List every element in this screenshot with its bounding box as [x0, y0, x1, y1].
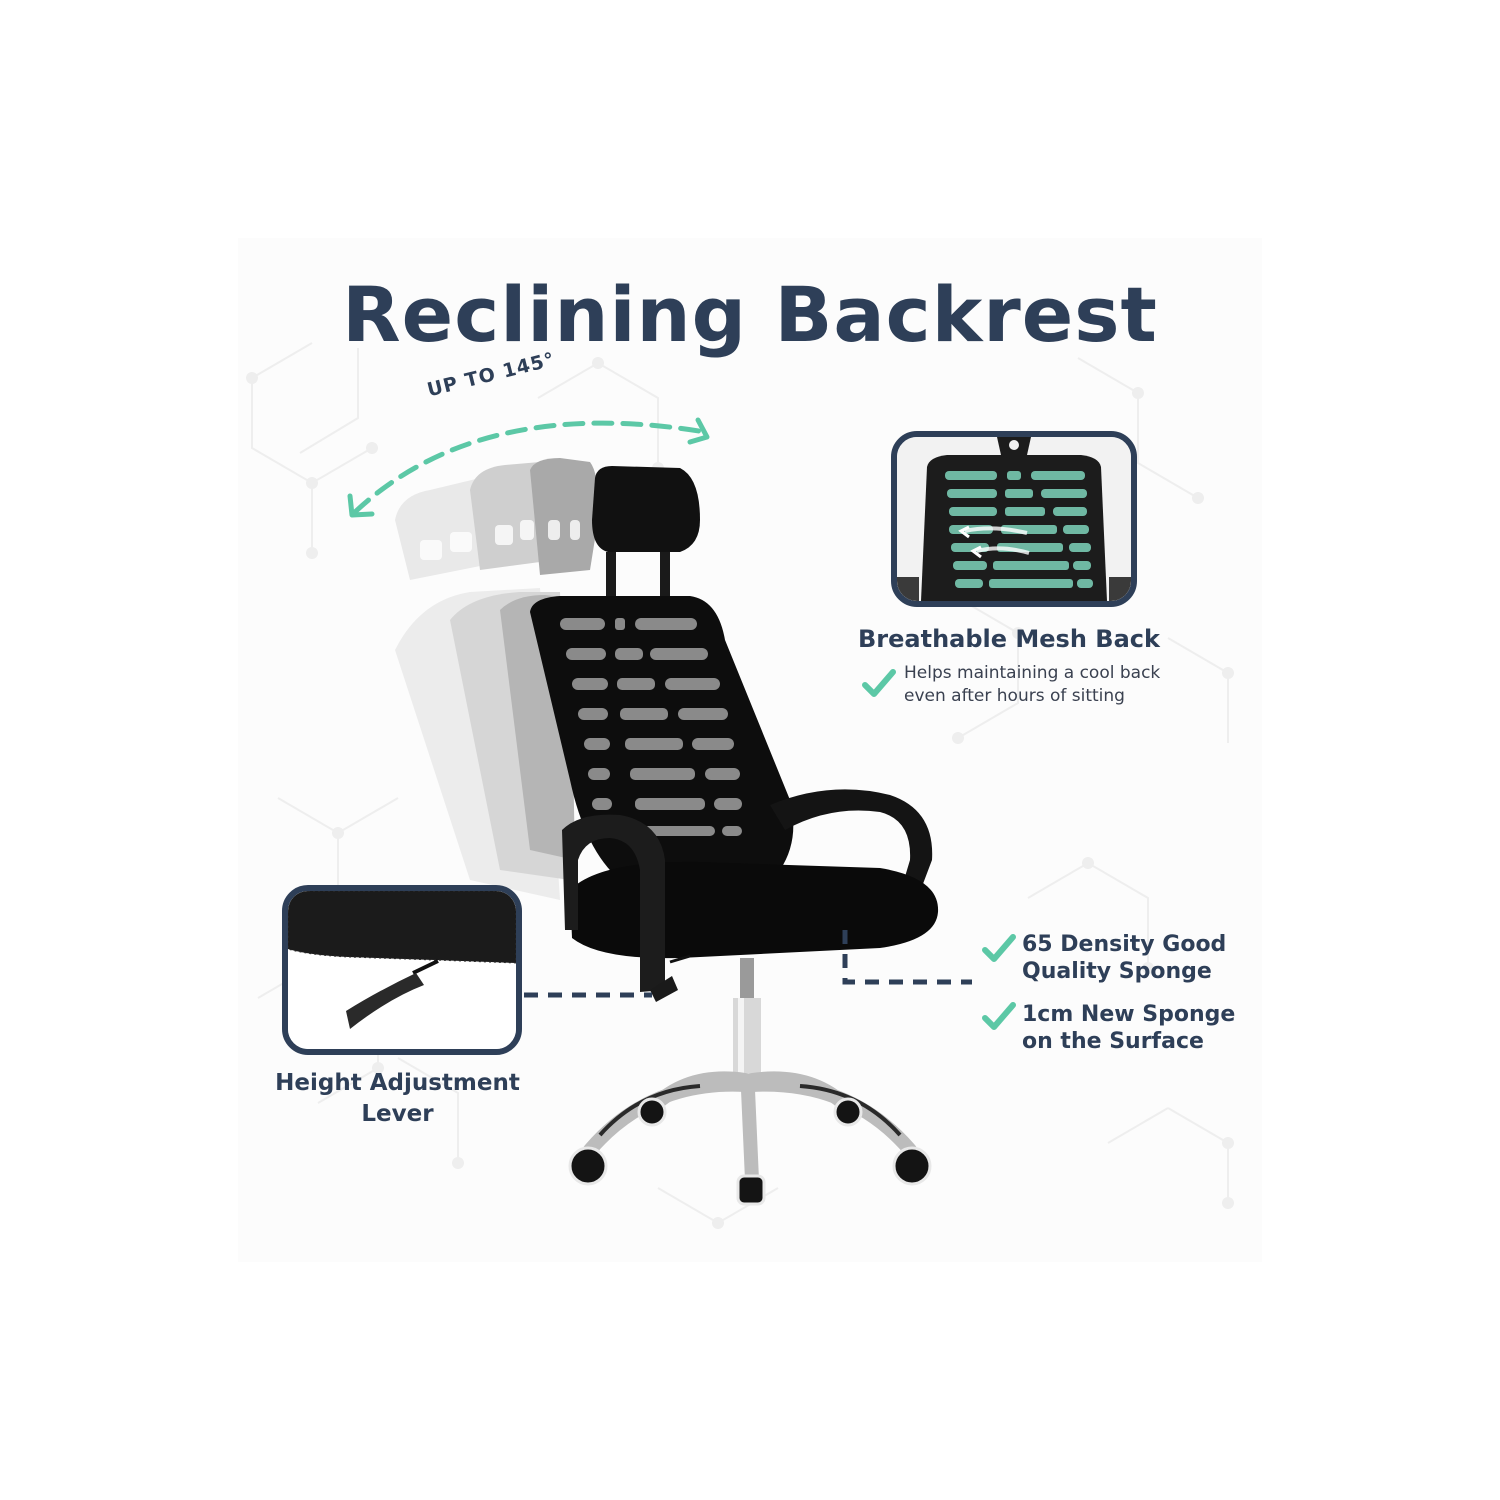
check-icon	[982, 1002, 1016, 1030]
seat-spec-surface-sponge-line2: on the Surface	[1022, 1029, 1204, 1054]
mesh-back-title: Breathable Mesh Back	[858, 625, 1160, 653]
check-icon	[862, 669, 896, 697]
mesh-back-description-line1: Helps maintaining a cool back	[904, 663, 1161, 683]
height-lever-title-line1: Height Adjustment	[275, 1070, 520, 1096]
page-title: Reclining Backrest	[342, 270, 1158, 359]
seat-spec-density: 65 Density Good Quality Sponge	[1022, 931, 1262, 985]
mesh-back-closeup-image	[891, 431, 1137, 607]
mesh-back-description: Helps maintaining a cool back even after…	[904, 662, 1194, 708]
height-lever-title: Height Adjustment Lever	[250, 1068, 545, 1130]
seat-spec-density-line1: 65 Density Good	[1022, 932, 1227, 957]
seat-spec-density-line2: Quality Sponge	[1022, 959, 1212, 984]
height-lever-closeup-image	[282, 885, 522, 1055]
seat-spec-surface-sponge-line1: 1cm New Sponge	[1022, 1002, 1236, 1027]
check-icon	[982, 934, 1016, 962]
height-lever-title-line2: Lever	[361, 1101, 434, 1127]
seat-spec-surface-sponge: 1cm New Sponge on the Surface	[1022, 1001, 1262, 1055]
mesh-back-description-line2: even after hours of sitting	[904, 686, 1125, 706]
